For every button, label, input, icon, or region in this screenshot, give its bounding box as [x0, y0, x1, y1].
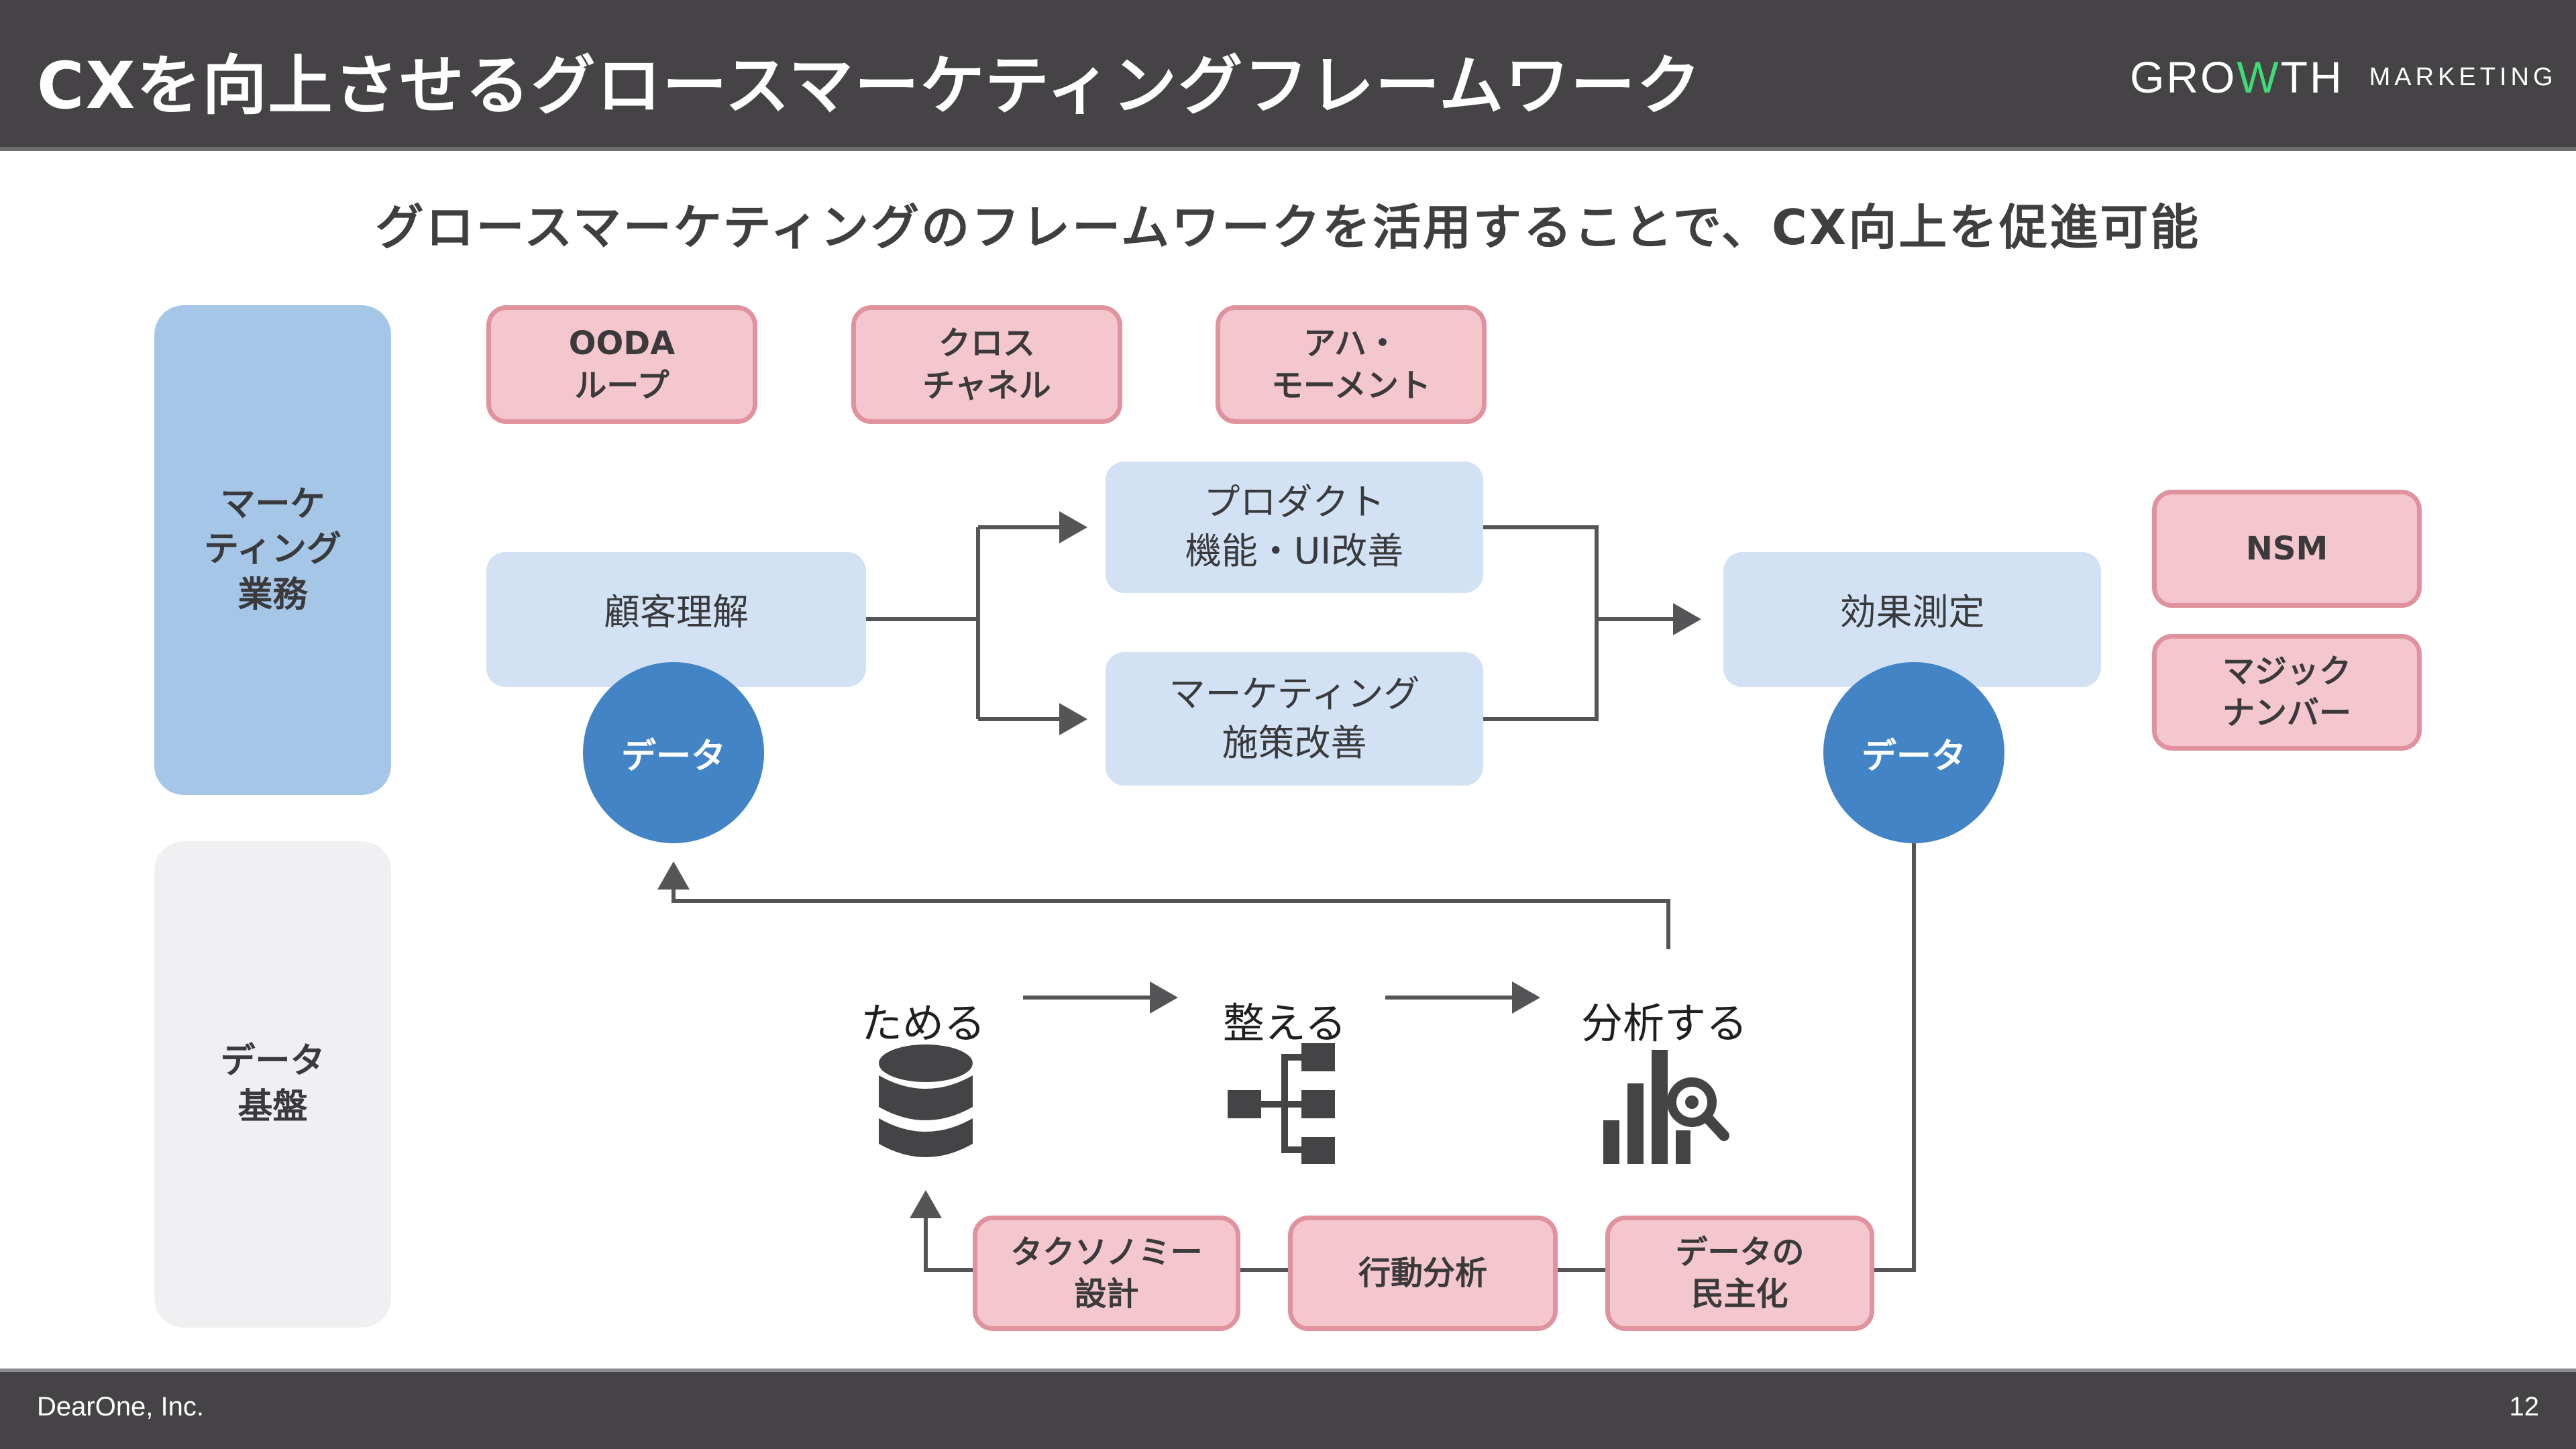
subtitle: グロースマーケティングのフレームワークを活用することで、CX向上を促進可能 — [375, 199, 2201, 256]
logo-arrow-w: W — [2237, 52, 2281, 102]
side-panel-data-platform: データ 基盤 — [154, 841, 391, 1328]
footer-bar — [0, 1368, 2576, 1449]
data-circle-left: データ — [583, 662, 764, 843]
chart-search-icon — [1603, 1050, 1729, 1164]
step-label-store: ためる — [860, 999, 985, 1048]
concept-data-democratization: データの 民主化 — [1605, 1216, 1874, 1331]
page-title: CXを向上させるグロースマーケティングフレームワーク — [37, 48, 1703, 123]
step-label-organize: 整える — [1222, 999, 1347, 1048]
logo-marketing-text: MARKETING — [2369, 62, 2557, 91]
footer-company: DearOne, Inc. — [37, 1392, 205, 1421]
database-icon — [879, 1044, 973, 1157]
arrow-feedback-to-data — [657, 861, 1670, 949]
concept-behavior-analysis: 行動分析 — [1288, 1216, 1558, 1331]
concept-nsm: NSM — [2152, 490, 2422, 608]
step-label-analyze: 分析する — [1580, 999, 1748, 1048]
concept-ooda-loop: OODA ループ — [486, 305, 757, 424]
flow-product-improvement: プロダクト 機能・UI改善 — [1106, 462, 1483, 593]
concept-magic-number: マジック ナンバー — [2152, 634, 2422, 751]
logo-growth-text: GROWTH — [2130, 52, 2344, 102]
connector-right-data-down — [1874, 843, 1916, 1272]
hierarchy-icon — [1228, 1043, 1335, 1164]
data-circle-right: データ — [1823, 662, 2004, 843]
growth-marketing-logo: GROWTH MARKETING — [2130, 47, 2557, 107]
flow-marketing-improvement: マーケティング 施策改善 — [1106, 652, 1483, 786]
page-number: 12 — [2509, 1392, 2540, 1421]
arrow-bottom-to-store — [910, 1190, 973, 1272]
concept-taxonomy-design: タクソノミー 設計 — [973, 1216, 1240, 1331]
connector-product-merge — [1483, 525, 1599, 721]
side-panel-marketing-operations: マーケ ティング 業務 — [154, 305, 391, 795]
concept-cross-channel: クロス チャネル — [851, 305, 1122, 424]
header-bar — [0, 0, 2576, 151]
concept-aha-moment: アハ・ モーメント — [1216, 305, 1487, 424]
